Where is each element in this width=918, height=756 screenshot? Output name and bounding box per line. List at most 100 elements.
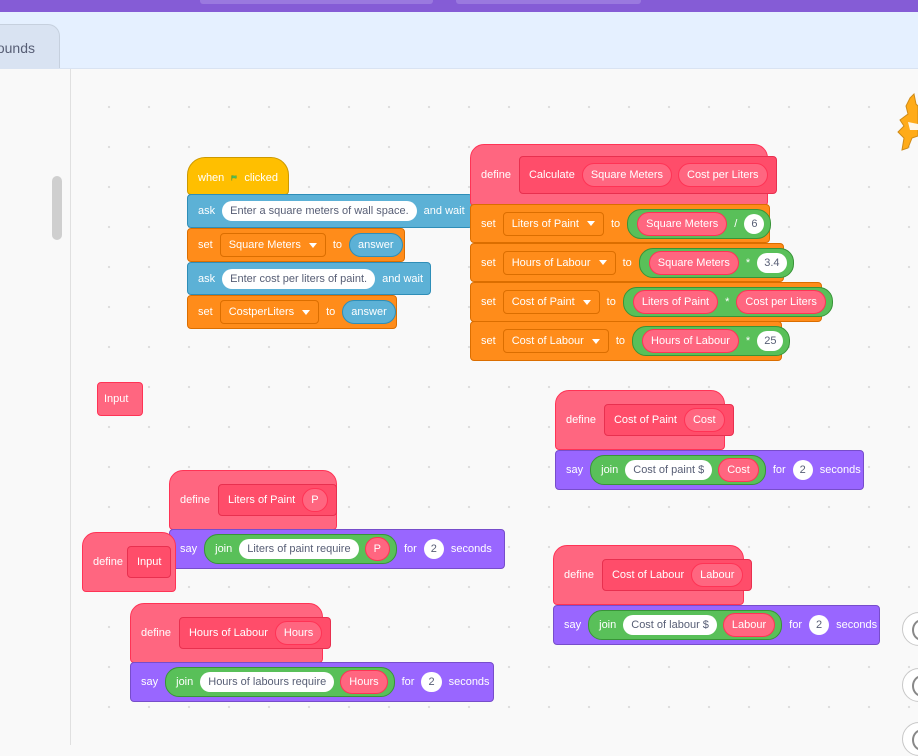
palette-scrollbar[interactable] bbox=[52, 176, 62, 240]
dropdown-caret-icon bbox=[591, 338, 600, 344]
number-input[interactable]: 25 bbox=[757, 331, 784, 351]
multiply-operator[interactable]: Square Meters * 3.4 bbox=[638, 247, 794, 278]
text-input[interactable]: Liters of paint require bbox=[239, 539, 359, 559]
block-label: Hours of Labour bbox=[188, 627, 268, 639]
set-variable-block[interactable]: set CostperLiters to answer bbox=[187, 295, 397, 329]
zoom-out-icon[interactable] bbox=[902, 668, 918, 702]
ask-and-wait-block[interactable]: ask Enter a square meters of wall space.… bbox=[187, 194, 473, 228]
argument-reporter[interactable]: Hours bbox=[274, 621, 323, 645]
argument-reporter[interactable]: P bbox=[364, 537, 390, 561]
number-input[interactable]: 3.4 bbox=[757, 252, 787, 273]
define-cost-of-labour-block[interactable]: define Cost of Labour Labour bbox=[553, 545, 753, 605]
divide-operator[interactable]: Square Meters / 6 bbox=[627, 208, 772, 239]
define-calculate-block[interactable]: define Calculate Square Meters Cost per … bbox=[470, 144, 777, 206]
block-label: to bbox=[622, 256, 632, 269]
block-label: define bbox=[180, 494, 210, 506]
dropdown-caret-icon bbox=[308, 242, 317, 248]
block-label: Liters of Paint bbox=[227, 494, 296, 506]
define-input-block[interactable]: define Input bbox=[82, 532, 176, 592]
block-label: join bbox=[176, 676, 194, 688]
variable-dropdown[interactable]: Liters of Paint bbox=[502, 211, 604, 236]
block-label: seconds bbox=[450, 543, 492, 555]
join-operator[interactable]: join Hours of labours require Hours bbox=[165, 667, 395, 697]
set-variable-block[interactable]: set Hours of Labour to Square Meters * 3… bbox=[470, 243, 794, 282]
text-input[interactable]: Hours of labours require bbox=[200, 672, 335, 692]
answer-reporter[interactable]: answer bbox=[349, 233, 403, 257]
seconds-input[interactable]: 2 bbox=[792, 460, 813, 480]
block-label: and wait bbox=[382, 272, 424, 285]
dropdown-caret-icon bbox=[302, 309, 311, 315]
block-label: Calculate bbox=[528, 169, 575, 181]
define-liters-of-paint-block[interactable]: define Liters of Paint P bbox=[169, 470, 337, 530]
operator-symbol: / bbox=[734, 217, 738, 230]
set-variable-block[interactable]: set Cost of Paint to Liters of Paint * C… bbox=[470, 282, 833, 322]
say-for-seconds-block[interactable]: say join Liters of paint require P for 2… bbox=[169, 529, 505, 569]
variable-dropdown[interactable]: Cost of Labour bbox=[502, 329, 609, 353]
join-operator[interactable]: join Cost of labour $ Labour bbox=[588, 610, 783, 640]
block-label: to bbox=[332, 239, 343, 251]
set-variable-block[interactable]: set Cost of Labour to Hours of Labour * … bbox=[470, 321, 791, 361]
argument-reporter[interactable]: Square Meters bbox=[581, 163, 672, 187]
operator-symbol: * bbox=[725, 296, 730, 308]
multiply-operator[interactable]: Hours of Labour * 25 bbox=[632, 326, 791, 356]
dropdown-caret-icon bbox=[598, 260, 607, 265]
dropdown-caret-icon bbox=[586, 221, 595, 226]
custom-block-prototype: Calculate Square Meters Cost per Liters bbox=[518, 156, 777, 194]
argument-reporter[interactable]: Cost per Liters bbox=[736, 290, 826, 314]
join-operator[interactable]: join Cost of paint $ Cost bbox=[590, 455, 766, 485]
block-label: define bbox=[566, 414, 596, 426]
variable-dropdown[interactable]: CostperLiters bbox=[219, 300, 320, 324]
question-input[interactable]: Enter a square meters of wall space. bbox=[222, 201, 417, 221]
text-input[interactable]: Cost of labour $ bbox=[623, 615, 717, 635]
set-variable-block[interactable]: set Square Meters to answer bbox=[187, 228, 405, 262]
argument-reporter[interactable]: P bbox=[302, 488, 328, 512]
question-input[interactable]: Enter cost per liters of paint. bbox=[222, 268, 376, 289]
argument-reporter[interactable]: Liters of Paint bbox=[632, 290, 719, 314]
argument-reporter[interactable]: Cost per Liters bbox=[678, 163, 768, 187]
set-variable-block[interactable]: set Liters of Paint to Square Meters / 6 bbox=[470, 204, 772, 243]
seconds-input[interactable]: 2 bbox=[421, 672, 442, 692]
say-for-seconds-block[interactable]: say join Cost of labour $ Labour for 2 s… bbox=[553, 605, 880, 645]
argument-reporter[interactable]: Cost bbox=[683, 408, 725, 432]
number-input[interactable]: 6 bbox=[744, 213, 765, 234]
seconds-input[interactable]: 2 bbox=[809, 615, 830, 635]
seconds-input[interactable]: 2 bbox=[423, 539, 444, 559]
argument-reporter[interactable]: Labour bbox=[691, 563, 744, 587]
green-flag-icon bbox=[231, 175, 237, 181]
menu-bar-control[interactable] bbox=[200, 0, 433, 4]
variable-dropdown[interactable]: Square Meters bbox=[219, 233, 326, 257]
join-operator[interactable]: join Liters of paint require P bbox=[204, 534, 397, 564]
answer-reporter[interactable]: answer bbox=[342, 300, 396, 324]
block-label: ask bbox=[198, 272, 216, 285]
when-flag-clicked-block[interactable]: when clicked bbox=[187, 157, 289, 195]
block-label: for bbox=[403, 543, 417, 555]
block-label: say bbox=[566, 464, 584, 476]
say-for-seconds-block[interactable]: say join Hours of labours require Hours … bbox=[130, 662, 494, 702]
argument-reporter[interactable]: Square Meters bbox=[637, 211, 728, 236]
custom-block-prototype: Hours of Labour Hours bbox=[178, 617, 332, 649]
multiply-operator[interactable]: Liters of Paint * Cost per Liters bbox=[622, 287, 833, 317]
text-input[interactable]: Cost of paint $ bbox=[625, 460, 713, 480]
argument-reporter[interactable]: Cost bbox=[718, 458, 759, 482]
variable-dropdown[interactable]: Cost of Paint bbox=[502, 290, 600, 314]
custom-block-prototype: Cost of Paint Cost bbox=[603, 404, 734, 436]
block-label: set bbox=[481, 296, 496, 308]
block-label: to bbox=[615, 335, 626, 347]
argument-reporter[interactable]: Labour bbox=[722, 613, 776, 637]
variable-dropdown[interactable]: Hours of Labour bbox=[502, 250, 616, 275]
argument-reporter[interactable]: Hours bbox=[340, 670, 388, 694]
block-label: seconds bbox=[448, 676, 490, 688]
define-cost-of-paint-block[interactable]: define Cost of Paint Cost bbox=[555, 390, 734, 450]
ask-and-wait-block[interactable]: ask Enter cost per liters of paint. and … bbox=[187, 262, 431, 295]
input-custom-block[interactable]: Input bbox=[97, 382, 143, 416]
define-hours-of-labour-block[interactable]: define Hours of Labour Hours bbox=[130, 603, 332, 663]
block-label: seconds bbox=[836, 619, 878, 631]
block-label: clicked bbox=[244, 172, 278, 184]
say-for-seconds-block[interactable]: say join Cost of paint $ Cost for 2 seco… bbox=[555, 450, 864, 490]
argument-reporter[interactable]: Hours of Labour bbox=[642, 329, 739, 353]
argument-reporter[interactable]: Square Meters bbox=[648, 250, 739, 275]
tab-sounds[interactable]: ounds bbox=[0, 24, 60, 68]
menu-bar-control[interactable] bbox=[456, 0, 641, 4]
block-label: say bbox=[180, 543, 198, 555]
variable-name: CostperLiters bbox=[228, 306, 295, 318]
